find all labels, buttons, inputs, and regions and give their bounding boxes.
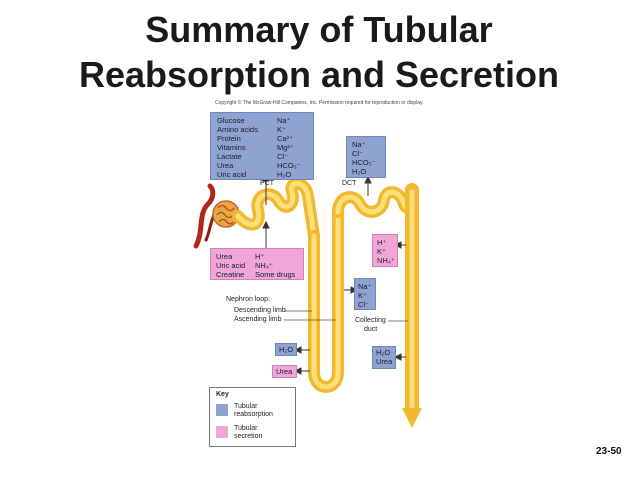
dct-secretion-box: H⁺ K⁺ NH₄⁺ [372, 234, 398, 267]
ascending-limb-reabsorption-box: Na⁺ K⁺ Cl⁻ [354, 278, 376, 310]
pct-reabsorbed-item: Lactate [217, 152, 242, 161]
pct-secreted-ion: NH₄⁺ [255, 261, 273, 270]
ascending-reabsorbed-ion: Na⁺ [358, 282, 372, 291]
pct-reabsorbed-item: Protein [217, 134, 241, 143]
key-reabsorption-line-2: reabsorption [234, 411, 273, 418]
pct-reabsorbed-item: Urea [217, 161, 234, 170]
legend-key: Key Tubular reabsorption Tubular secreti… [209, 387, 296, 447]
pct-reabsorbed-ion: HCO₃⁻ [277, 161, 301, 170]
descending-limb-water-box: H₂O [275, 343, 297, 356]
slide-title-line-1: Summary of Tubular [145, 9, 493, 50]
pct-reabsorbed-ion: H₂O [277, 170, 292, 179]
dct-reabsorbed-item: Na⁺ [352, 140, 366, 149]
pct-reabsorbed-ion: Na⁺ [277, 116, 291, 125]
descending-urea-label: Urea [276, 367, 293, 376]
pct-reabsorbed-ion: Mg²⁺ [277, 143, 294, 152]
pct-secreted-item: Urea [216, 252, 233, 261]
pct-secreted-ion: Some drugs [255, 270, 296, 279]
slide-number: 23-50 [596, 446, 622, 457]
descending-water-label: H₂O [279, 345, 294, 354]
dct-reabsorption-box: Na⁺ Cl⁻ HCO₃⁻ H₂O [346, 136, 386, 178]
reabsorption-swatch [216, 404, 228, 416]
dct-label: DCT [342, 180, 357, 187]
pct-reabsorbed-ion: Cl⁻ [277, 152, 289, 161]
ascending-limb-label: Ascending limb [234, 316, 282, 323]
nephron-loop [308, 206, 344, 393]
pct-reabsorption-box: Glucose Amino acids Protein Vitamins Lac… [210, 112, 314, 180]
key-secretion-line-2: secretion [234, 433, 263, 440]
nephron-loop-label: Nephron loop: [226, 296, 270, 303]
key-secretion-line-1: Tubular [234, 425, 258, 432]
pct-reabsorbed-item: Glucose [217, 116, 245, 125]
collecting-duct-arrowhead [402, 408, 422, 428]
pct-secreted-item: Creatine [216, 270, 245, 279]
blood-vessel [193, 183, 216, 249]
collecting-duct-label: Collecting [355, 317, 386, 324]
pct-reabsorbed-ion: Ca²⁺ [277, 134, 294, 143]
dct-secreted-item: H⁺ [377, 238, 387, 247]
collecting-reabsorbed-item: H₂O [376, 348, 391, 357]
collecting-reabsorbed-item: Urea [376, 357, 393, 366]
pct-reabsorbed-item: Vitamins [217, 143, 246, 152]
ascending-reabsorbed-ion: Cl⁻ [358, 300, 370, 309]
collecting-duct-reabsorption-box: H₂O Urea [372, 346, 396, 369]
dct-reabsorbed-item: HCO₃⁻ [352, 158, 376, 167]
collecting-duct-label-2: duct [364, 326, 378, 333]
descending-limb-urea-box: Urea [272, 365, 297, 378]
dct-secreted-item: NH₄⁺ [377, 256, 395, 265]
pct-reabsorbed-item: Amino acids [217, 125, 258, 134]
ascending-reabsorbed-ion: K⁺ [358, 291, 367, 300]
copyright-notice: Copyright © The McGraw-Hill Companies, I… [215, 100, 424, 106]
pct-reabsorbed-item: Uric acid [217, 170, 247, 179]
dct-reabsorbed-item: H₂O [352, 167, 367, 176]
proximal-convoluted-tubule [232, 177, 320, 242]
pct-label: PCT [260, 180, 274, 187]
pct-secretion-box: Urea Uric acid Creatine H⁺ NH₄⁺ Some dru… [210, 248, 304, 280]
pct-secreted-item: Uric acid [216, 261, 246, 270]
dct-secreted-item: K⁺ [377, 247, 386, 256]
dct-reabsorbed-item: Cl⁻ [352, 149, 364, 158]
slide-title-line-2: Reabsorption and Secretion [78, 54, 560, 95]
secretion-swatch [216, 426, 228, 438]
descending-limb-label: Descending limb [234, 307, 286, 314]
key-reabsorption-line-1: Tubular [234, 403, 258, 410]
pct-reabsorbed-ion: K⁺ [277, 125, 286, 134]
pct-secreted-ion: H⁺ [255, 252, 265, 261]
key-title: Key [216, 391, 229, 398]
